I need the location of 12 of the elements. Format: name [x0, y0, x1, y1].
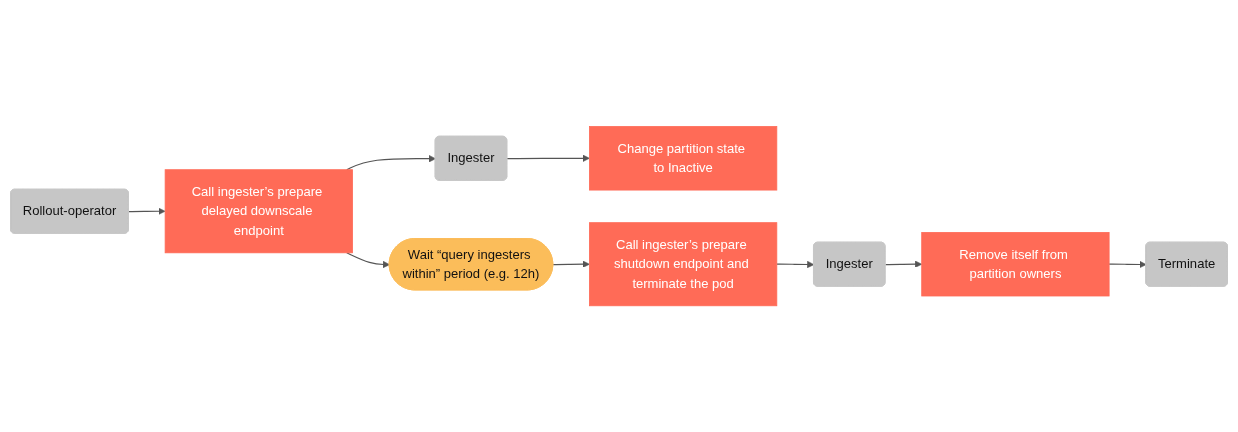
arrow: [552, 260, 590, 268]
arrow: [346, 252, 390, 268]
node-box: Remove itself from partition owners: [921, 231, 1110, 297]
arrow: [128, 207, 166, 215]
arrow: [346, 154, 436, 171]
node-box: Call ingester’s prepare shutdown endpoint and terminate the pod: [589, 222, 778, 307]
node-box: Call ingester’s prepare delayed downscale endpoint: [164, 169, 353, 254]
arrow: [506, 154, 590, 162]
node-box: Change partition state to Inactive: [589, 125, 778, 191]
arrow: [776, 260, 815, 268]
arrow: [1108, 260, 1147, 268]
arrow: [884, 260, 923, 268]
